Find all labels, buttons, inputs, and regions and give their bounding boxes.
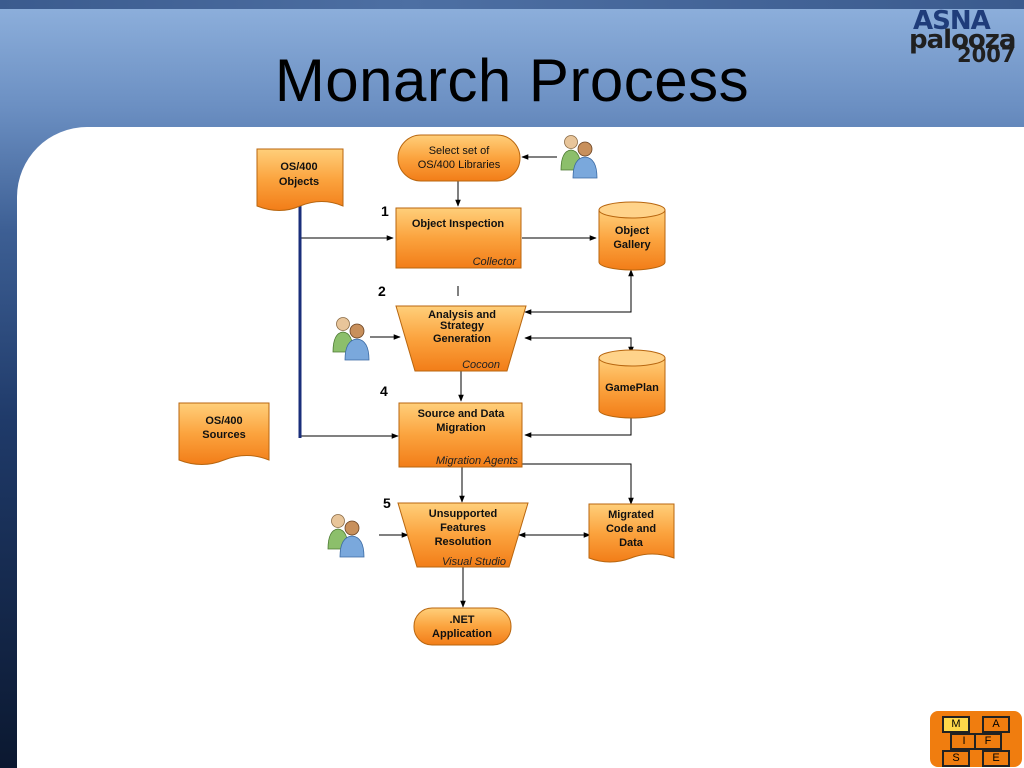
node-os400-objects: OS/400 Objects	[256, 148, 344, 211]
migration-line-2: Migration	[436, 422, 486, 434]
step-number-2: 2	[378, 283, 386, 299]
connectors	[300, 154, 634, 608]
badge-cell-e: E	[982, 750, 1010, 767]
asna-palooza-logo: ASNA palooza 2007	[905, 6, 1020, 67]
object-inspection-title: Object Inspection	[412, 218, 505, 230]
node-net-application: .NET Application	[413, 607, 512, 646]
logo-palooza: palooza	[909, 25, 1016, 55]
os400-sources-line-2: Sources	[202, 429, 245, 441]
step-number-1: 1	[381, 203, 389, 219]
net-app-line-1: .NET	[449, 614, 474, 626]
analysis-line-2: Strategy	[440, 320, 485, 332]
net-app-line-2: Application	[432, 628, 492, 640]
node-gameplan: GamePlan	[598, 349, 666, 419]
slide-title: Monarch Process	[274, 47, 750, 114]
step-number-4: 4	[380, 383, 388, 399]
logo-asna: ASNA	[913, 6, 991, 36]
node-unsupported-features: Unsupported Features Resolution Visual S…	[397, 502, 529, 568]
clip-mask	[376, 296, 466, 304]
analysis-line-3: Generation	[433, 333, 491, 345]
node-os400-sources: OS/400 Sources	[178, 402, 270, 465]
os400-sources-line-1: OS/400	[205, 415, 242, 427]
collector-tool: Collector	[473, 256, 518, 268]
visual-studio-tool: Visual Studio	[442, 556, 506, 568]
step-number-5: 5	[383, 495, 391, 511]
migrated-line-3: Data	[619, 537, 644, 549]
migration-agents-tool: Migration Agents	[436, 455, 519, 467]
top-strip	[0, 0, 1024, 9]
migrated-line-2: Code and	[606, 523, 656, 535]
start-line-2: OS/400 Libraries	[418, 159, 501, 171]
analysis-line-1: Analysis and	[428, 309, 496, 321]
people-icon	[327, 514, 365, 558]
mifse-badge: M A I F S E	[930, 711, 1022, 767]
people-icon	[560, 135, 598, 179]
unsupported-line-1: Unsupported	[429, 508, 497, 520]
migration-line-1: Source and Data	[418, 408, 506, 420]
object-gallery-line-1: Object	[615, 225, 650, 237]
os400-objects-line-2: Objects	[279, 176, 319, 188]
people-icon	[332, 317, 370, 361]
cocoon-tool: Cocoon	[462, 359, 500, 371]
migrated-line-1: Migrated	[608, 509, 654, 521]
node-migrated-code-data: Migrated Code and Data	[588, 503, 675, 563]
os400-objects-line-1: OS/400	[280, 161, 317, 173]
badge-cell-a: A	[982, 716, 1010, 733]
node-source-data-migration: Source and Data Migration Migration Agen…	[398, 402, 523, 468]
start-line-1: Select set of	[429, 145, 490, 157]
unsupported-line-3: Resolution	[435, 536, 492, 548]
node-object-inspection: Object Inspection Collector	[395, 207, 522, 269]
badge-cell-m: M	[942, 716, 970, 733]
gameplan-label: GamePlan	[605, 382, 659, 394]
node-object-gallery: Object Gallery	[598, 201, 666, 271]
badge-cell-f: F	[974, 733, 1002, 750]
badge-cell-s: S	[942, 750, 970, 767]
node-select-libraries: Select set of OS/400 Libraries	[397, 134, 521, 182]
unsupported-line-2: Features	[440, 522, 486, 534]
logo-year: 2007	[957, 43, 1016, 67]
node-analysis-strategy: Analysis and Strategy Generation Cocoon	[395, 305, 527, 372]
object-gallery-line-2: Gallery	[613, 239, 651, 251]
